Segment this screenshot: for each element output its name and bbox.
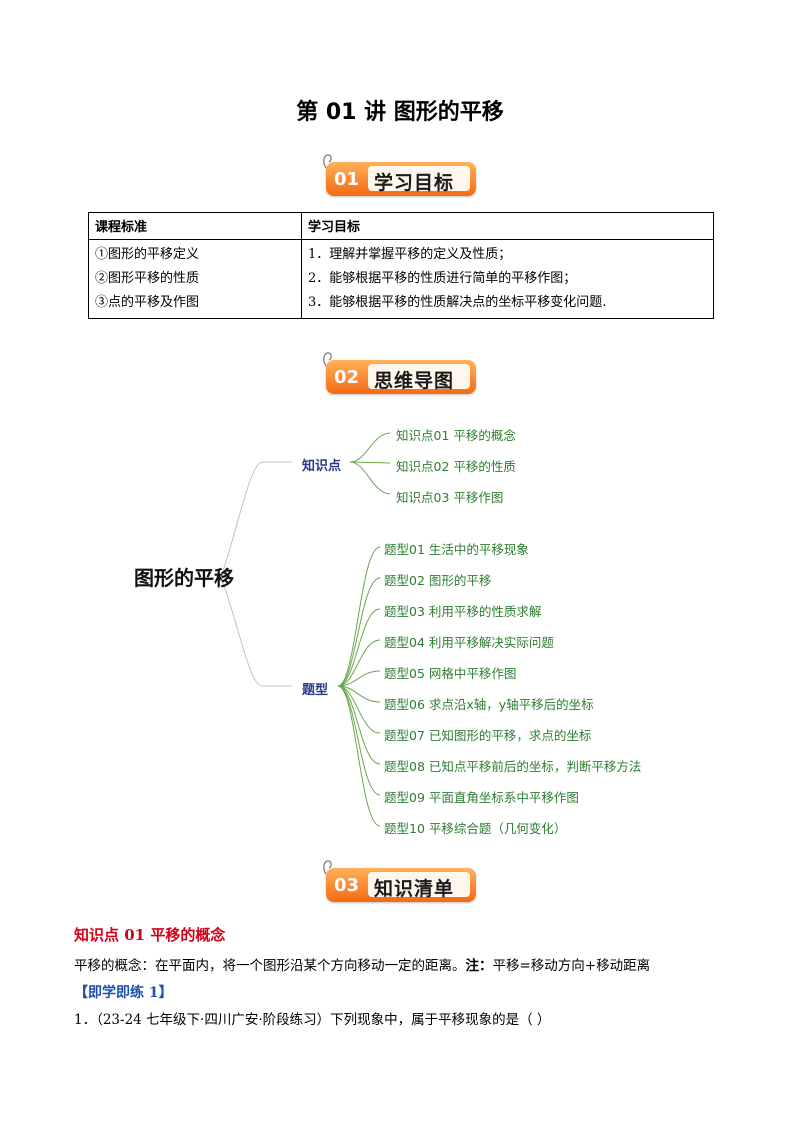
mindmap-type-connector — [337, 685, 381, 827]
mindmap-knowledge-item: 知识点03 平移作图 — [396, 490, 504, 505]
question-text: 1．（23-24 七年级下·四川广安·阶段练习）下列现象中，属于平移现象的是（ … — [74, 1012, 551, 1028]
mindmap-type-item: 题型10 平移综合题（几何变化） — [384, 821, 567, 836]
knowledge-definition: 平移的概念：在平面内，将一个图形沿某个方向移动一定的距离。注：平移=移动方向+移… — [74, 954, 650, 974]
mindmap-knowledge-item: 知识点02 平移的性质 — [396, 459, 516, 474]
standards-cell: ①图形的平移定义 ②图形平移的性质 ③点的平移及作图 — [88, 239, 302, 319]
paperclip-icon — [323, 352, 332, 367]
standard-item: ③点的平移及作图 — [95, 295, 200, 310]
mindmap-knowledge-item: 知识点01 平移的概念 — [396, 428, 516, 443]
paperclip-icon — [323, 154, 332, 169]
mindmap-branch-knowledge: 知识点 — [302, 459, 342, 474]
mindmap-type-item: 题型04 利用平移解决实际问题 — [384, 635, 554, 650]
note-label: 注： — [465, 958, 493, 974]
mindmap-type-connector — [337, 685, 381, 765]
section-label: 思维导图 — [374, 370, 455, 392]
mindmap-type-connector — [337, 685, 381, 703]
standard-item: ①图形的平移定义 — [95, 247, 200, 262]
mindmap-type-item: 题型02 图形的平移 — [384, 573, 492, 588]
goals-table: 课程标准 学习目标 ①图形的平移定义 ②图形平移的性质 ③点的平移及作图 1．理… — [88, 212, 714, 319]
section-label: 学习目标 — [374, 172, 455, 194]
mindmap-type-item: 题型03 利用平移的性质求解 — [384, 604, 542, 619]
page-title: 第 01 讲 图形的平移 — [296, 100, 504, 125]
knowledge-point-heading: 知识点 01 平移的概念 — [74, 926, 226, 944]
mindmap-type-item: 题型05 网格中平移作图 — [384, 666, 517, 681]
mindmap-type-connector — [337, 577, 381, 687]
table-header-objective: 学习目标 — [301, 212, 714, 240]
mindmap-type-connector — [337, 685, 381, 796]
section-number: 01 — [334, 169, 360, 190]
definition-text: 平移的概念：在平面内，将一个图形沿某个方向移动一定的距离。 — [74, 958, 466, 974]
objective-item: 2．能够根据平移的性质进行简单的平移作图； — [308, 271, 577, 286]
objective-item: 3．能够根据平移的性质解决点的坐标平移变化问题. — [308, 295, 607, 310]
mindmap-branch-types: 题型 — [302, 683, 329, 698]
mindmap-type-item: 题型06 求点沿x轴，y轴平移后的坐标 — [384, 697, 594, 712]
objective-item: 1．理解并掌握平移的定义及性质； — [308, 247, 512, 262]
mindmap-type-item: 题型08 已知点平移前后的坐标，判断平移方法 — [384, 759, 642, 774]
mindmap-type-item: 题型01 生活中的平移现象 — [384, 542, 529, 557]
section-badge-goals: 01 学习目标 — [320, 152, 480, 196]
mindmap-type-connector — [337, 685, 381, 734]
section-label: 知识清单 — [374, 878, 455, 900]
mindmap-root: 图形的平移 — [134, 566, 234, 590]
mindmap-type-item: 题型07 已知图形的平移，求点的坐标 — [384, 728, 592, 743]
mindmap-type-connector — [337, 639, 381, 687]
objectives-cell: 1．理解并掌握平移的定义及性质； 2．能够根据平移的性质进行简单的平移作图； 3… — [301, 239, 714, 319]
mindmap-type-connector — [337, 670, 381, 687]
mindmap-type-connector — [337, 546, 381, 687]
table-header-standard: 课程标准 — [88, 212, 302, 240]
paperclip-icon — [323, 860, 332, 875]
note-text: 平移=移动方向+移动距离 — [492, 958, 651, 974]
section-badge-mindmap: 02 思维导图 — [320, 350, 480, 394]
section-badge-knowledge: 03 知识清单 — [320, 858, 480, 902]
section-number: 03 — [334, 875, 360, 896]
mindmap-type-item: 题型09 平面直角坐标系中平移作图 — [384, 790, 579, 805]
section-number: 02 — [334, 367, 360, 388]
standard-item: ②图形平移的性质 — [95, 271, 200, 286]
practice-label: 【即学即练 1】 — [74, 985, 173, 1001]
mindmap-type-connector — [337, 608, 381, 687]
